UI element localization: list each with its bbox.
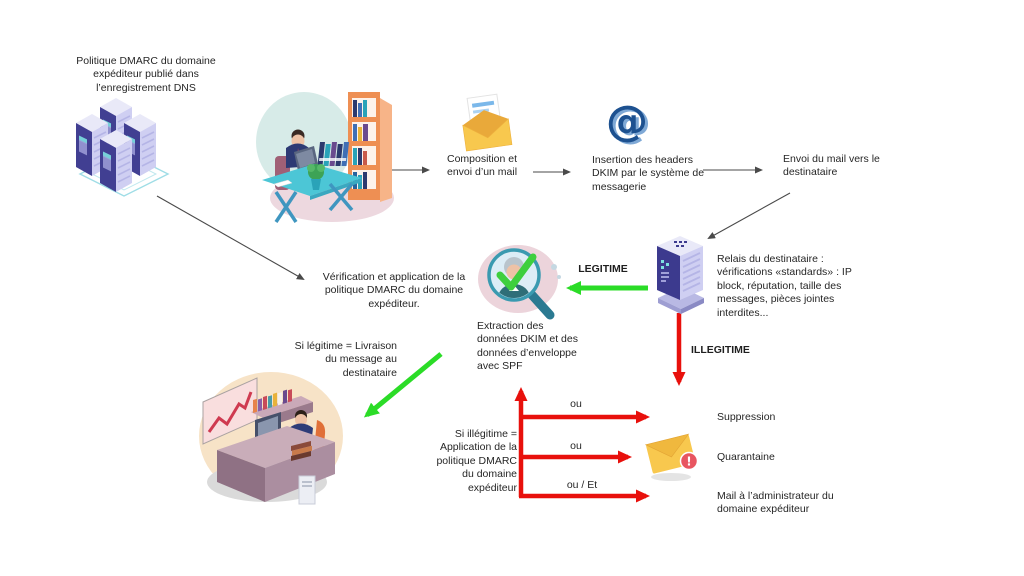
- check-mark: [496, 253, 537, 291]
- relay-server-icon: [652, 236, 710, 320]
- illegitime-label: ILLEGITIME: [691, 344, 750, 356]
- dns-servers-icon: [76, 98, 172, 210]
- send-mail-label: Envoi du mail vers le destinataire: [783, 153, 880, 179]
- open-envelope-icon: [455, 92, 517, 158]
- illegit-policy-label: Si illégitime = Application de la politi…: [436, 428, 517, 494]
- alert-envelope-icon: !: [645, 421, 703, 483]
- mail-admin-label: Mail à l’administrateur du domaine expéd…: [717, 490, 834, 516]
- or-label-1: ou: [570, 398, 582, 410]
- composition-label: Composition et envoi d’un mail: [447, 153, 518, 179]
- dkim-insertion-label: Insertion des headers DKIM par le systèm…: [592, 154, 705, 193]
- quarantine-label: Quarantaine: [717, 451, 775, 463]
- office-desk: [217, 426, 335, 468]
- at-glyph: @: [606, 96, 648, 145]
- arrow-send-to-relay: [707, 192, 791, 239]
- magnifier-handle: [527, 290, 555, 320]
- or-and-label: ou / Et: [566, 479, 598, 491]
- dns-policy-label: Politique DMARC du domaine expéditeur pu…: [76, 55, 216, 94]
- legitime-label: LEGITIME: [578, 263, 628, 275]
- magnifier-check-icon: [476, 241, 566, 325]
- bookshelf-side: [380, 98, 392, 202]
- verification-label: Vérification et application de la politi…: [322, 271, 466, 310]
- or-label-2: ou: [570, 440, 582, 452]
- svg-text:@: @: [609, 98, 651, 147]
- alert-badge-glyph: !: [686, 455, 691, 469]
- legit-delivery-label: Si légitime = Livraison du message au de…: [294, 340, 397, 379]
- sender-desk-illustration: [256, 84, 402, 228]
- extraction-label: Extraction des données DKIM et des donné…: [477, 320, 578, 373]
- relay-label: Relais du destinataire : vérifications «…: [717, 253, 852, 319]
- alert-badge: [679, 451, 699, 471]
- at-sign-icon: @ @: [604, 96, 652, 148]
- recipient-office-illustration: [193, 362, 345, 514]
- suppression-label: Suppression: [717, 411, 776, 423]
